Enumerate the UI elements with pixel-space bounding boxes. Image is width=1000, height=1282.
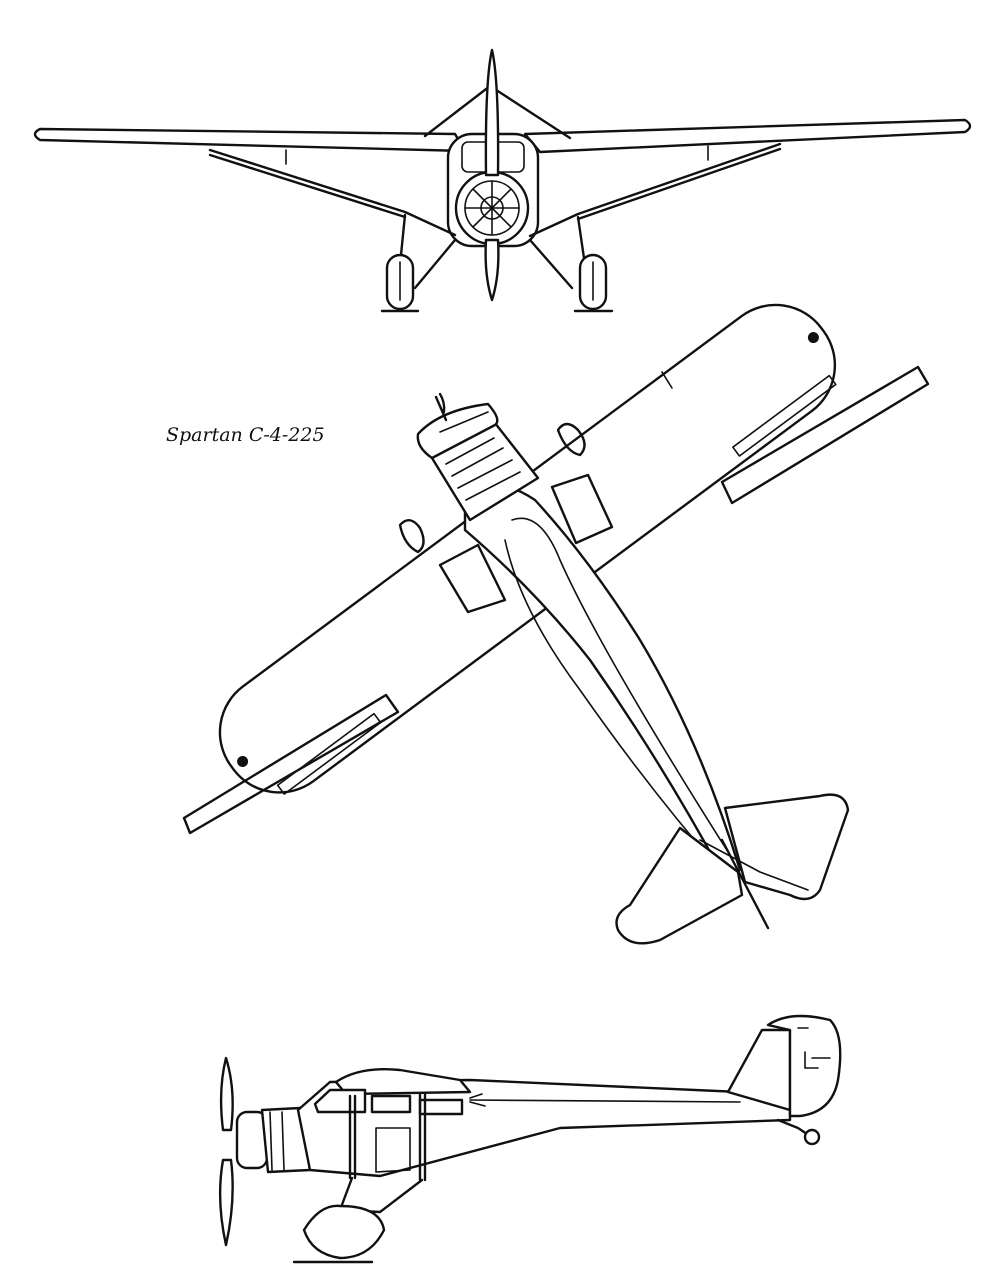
side-view-tail: [726, 1014, 842, 1146]
top-view-propeller-spinner: [434, 392, 448, 422]
side-view: [218, 1014, 842, 1264]
top-view-cabin: [416, 402, 540, 522]
top-view: [182, 303, 930, 945]
front-view-wheels: [380, 253, 614, 313]
side-view-cabin-windows: [313, 1088, 464, 1116]
drawing-caption: Spartan C-4-225: [166, 424, 325, 446]
front-view-wing: [33, 127, 467, 153]
side-view-landing-gear: [292, 1092, 427, 1264]
side-view-wing: [334, 1068, 472, 1096]
top-view-aileron-right: [720, 365, 930, 505]
front-view-propeller: [484, 48, 500, 302]
side-view-propeller: [218, 1056, 234, 1247]
top-view-aileron-left: [182, 693, 400, 835]
top-view-fuselage: [463, 483, 742, 877]
top-view-tailplane: [615, 793, 850, 945]
front-view: [33, 48, 972, 313]
side-view-engine-cowling: [235, 1106, 312, 1174]
